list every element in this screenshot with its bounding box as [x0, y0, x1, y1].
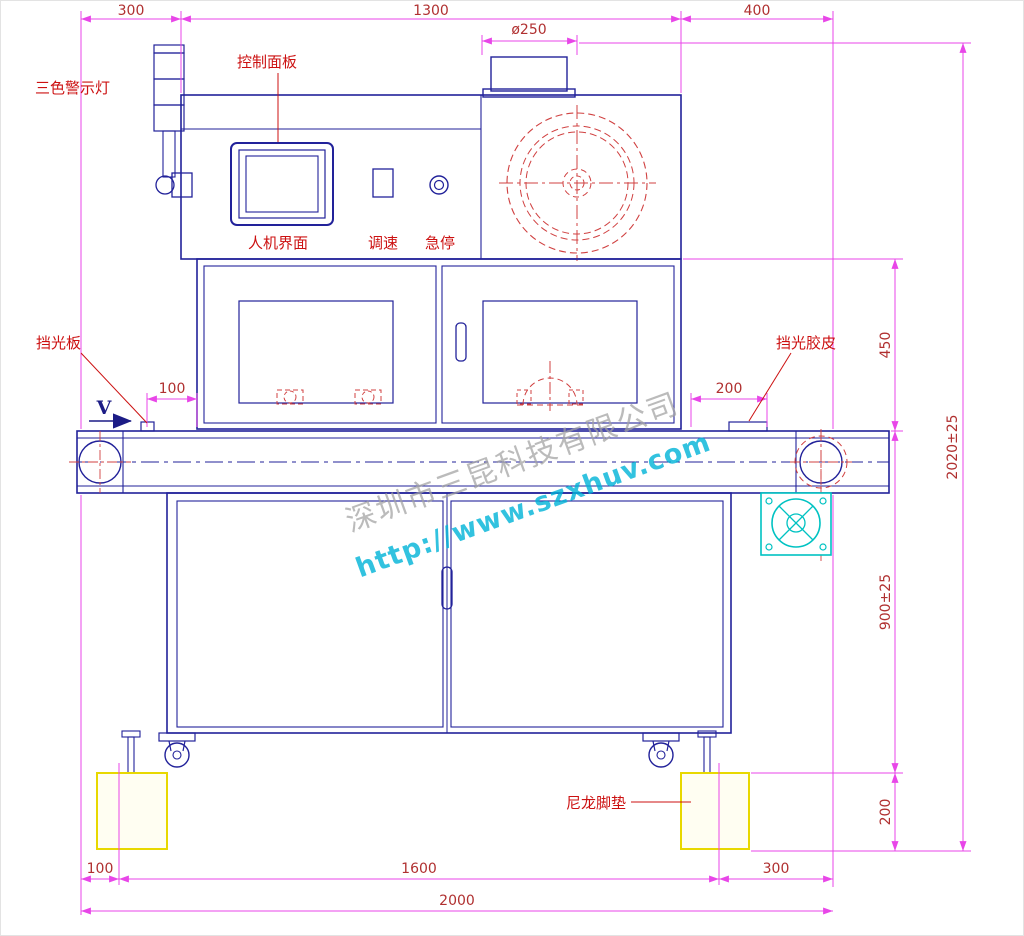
caster-left	[158, 732, 196, 768]
cabinet	[166, 492, 732, 734]
callout-control-panel: 控制面板	[237, 53, 297, 71]
cabinet-left-door	[176, 500, 444, 728]
dim-right-450: 450	[878, 332, 894, 359]
leader-light-shield-rubber	[748, 352, 792, 422]
warning-light-tower	[153, 44, 193, 198]
callout-warning-light: 三色警示灯	[35, 79, 110, 97]
direction-arrow: V	[89, 397, 132, 429]
callout-hmi: 人机界面	[248, 234, 308, 252]
direction-label: V	[96, 397, 113, 419]
caster-right	[642, 732, 680, 768]
warning-light-joint	[155, 175, 175, 195]
fan-hidden-outline	[499, 105, 656, 261]
watermark: 深圳市三昆科技有限公司 http://www.szxhuv.com	[341, 386, 715, 584]
warning-light-pole	[162, 130, 176, 178]
callout-speed: 调速	[368, 234, 398, 252]
warning-light-green	[153, 104, 185, 132]
exhaust-duct	[482, 56, 576, 98]
door-handle-upper	[455, 322, 467, 362]
lamp-housing-left-door	[203, 265, 437, 424]
machine-layer: V	[69, 44, 890, 850]
warning-light-bracket	[171, 172, 193, 198]
dim-mid-100: 100	[159, 381, 186, 397]
dim-top: 300 1300 400	[80, 3, 834, 915]
dim-bottom-300: 300	[763, 861, 790, 877]
callout-light-shield-rubber: 挡光胶皮	[776, 334, 836, 352]
dim-top-300: 300	[118, 3, 145, 19]
dim-middle: 100 200	[146, 381, 768, 427]
callout-estop: 急停	[425, 234, 455, 252]
leveling-foot-right	[697, 730, 717, 774]
lamp-hidden-details	[276, 361, 584, 411]
foot-pad-left	[96, 772, 168, 850]
dim-right-200: 200	[878, 799, 894, 826]
speed-knob	[372, 168, 394, 198]
warning-light-yellow	[153, 78, 185, 106]
light-shield-rubber-part	[728, 421, 768, 432]
lamp-housing-right-door	[441, 265, 675, 424]
leader-light-shield-plate	[80, 352, 148, 424]
door-handle-lower	[441, 566, 453, 610]
callout-nylon-foot-pad: 尼龙脚垫	[566, 794, 626, 812]
dim-bottom-100: 100	[87, 861, 114, 877]
callout-layer: 三色警示灯 控制面板 人机界面 调速 急停 挡光板 挡光胶皮 尼龙脚垫	[35, 53, 836, 812]
dim-bottom-2000: 2000	[439, 893, 475, 909]
dim-right: 450 900±25 200 2020±25	[579, 42, 971, 852]
foot-pad-right	[680, 772, 750, 850]
dim-right-overall: 2020±25	[945, 414, 961, 479]
dim-bottom-1600: 1600	[401, 861, 437, 877]
estop-button	[429, 175, 449, 195]
leveling-foot-left	[121, 730, 141, 774]
dim-mid-200: 200	[716, 381, 743, 397]
drive-motor	[760, 429, 848, 561]
vent-left	[238, 300, 394, 404]
dim-top-1300: 1300	[413, 3, 449, 19]
dim-top-400: 400	[744, 3, 771, 19]
lamp-housing	[196, 258, 682, 430]
dim-duct: ø250	[481, 22, 578, 55]
vent-right	[482, 300, 638, 404]
warning-light-red	[153, 52, 185, 80]
callout-light-shield-plate: 挡光板	[36, 334, 81, 352]
cabinet-right-door	[450, 500, 724, 728]
dim-bottom: 100 1600 300 2000	[81, 763, 833, 915]
touchscreen	[230, 142, 334, 226]
dim-right-900: 900±25	[878, 574, 894, 630]
dimension-layer: 300 1300 400 ø250 450 900±25 200 2020±25	[80, 3, 971, 915]
dim-duct-diameter: ø250	[511, 22, 546, 38]
